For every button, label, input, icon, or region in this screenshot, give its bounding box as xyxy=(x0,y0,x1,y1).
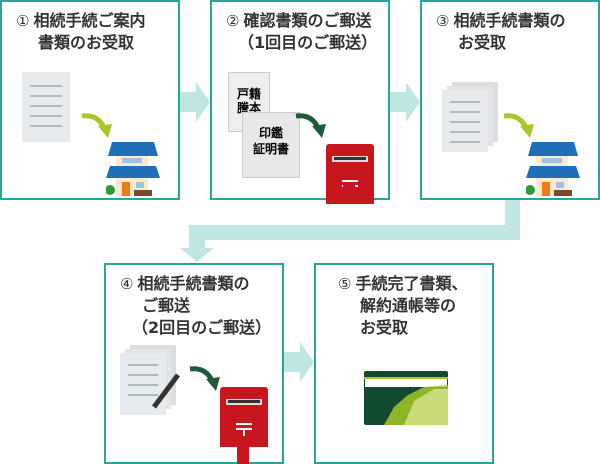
step-title-line: 解約通帳等の xyxy=(360,296,457,315)
curved-arrow-icon xyxy=(81,113,112,138)
arrow-right-2-3 xyxy=(390,82,420,122)
step-title-line: 相続手続書類の xyxy=(137,274,250,293)
step-title-line: お受取 xyxy=(458,33,507,52)
house-icon xyxy=(106,142,160,196)
curved-arrow-icon xyxy=(295,113,326,138)
doc-label: 謄本 xyxy=(236,101,261,115)
step-title-line: ご郵送 xyxy=(142,296,191,315)
doc-label: 印鑑 xyxy=(258,126,283,140)
step-title-line: お受取 xyxy=(360,318,409,337)
postbox-pole xyxy=(343,184,355,200)
step-number: ③ xyxy=(436,12,450,30)
step-title-line: 相続手続ご案内 xyxy=(33,11,146,30)
step-number: ⑤ xyxy=(338,275,352,293)
step-title-line: （2回目のご郵送） xyxy=(132,318,272,337)
step-title-line: 書類のお受取 xyxy=(38,33,135,52)
arrow-right-4-5 xyxy=(284,342,314,382)
curved-arrow-icon xyxy=(189,366,220,391)
step-title-line: 手続完了書類、 xyxy=(355,274,468,293)
passbook-icon xyxy=(364,371,448,425)
step-title-line: （1回目のご郵送） xyxy=(238,33,378,52)
step-title-line: 確認書類のご郵送 xyxy=(243,11,372,30)
postbox-pole xyxy=(237,447,249,464)
doc-label: 戸籍 xyxy=(236,87,261,101)
step-number: ① xyxy=(16,12,30,30)
document-icon xyxy=(22,72,70,142)
house-icon xyxy=(526,142,580,196)
postbox-icon xyxy=(220,387,268,447)
arrow-down-3-4 xyxy=(180,200,520,262)
curved-arrow-icon xyxy=(503,113,534,138)
arrow-right-1-2 xyxy=(180,82,210,122)
inkan-document: 印鑑証明書 xyxy=(242,112,300,178)
documents-with-pen-icon xyxy=(120,345,180,415)
step-number: ② xyxy=(226,12,240,30)
step-number: ④ xyxy=(120,275,134,293)
step-title-line: 相続手続書類の xyxy=(453,11,566,30)
doc-label: 証明書 xyxy=(252,142,289,156)
documents-stack-icon xyxy=(442,82,498,152)
